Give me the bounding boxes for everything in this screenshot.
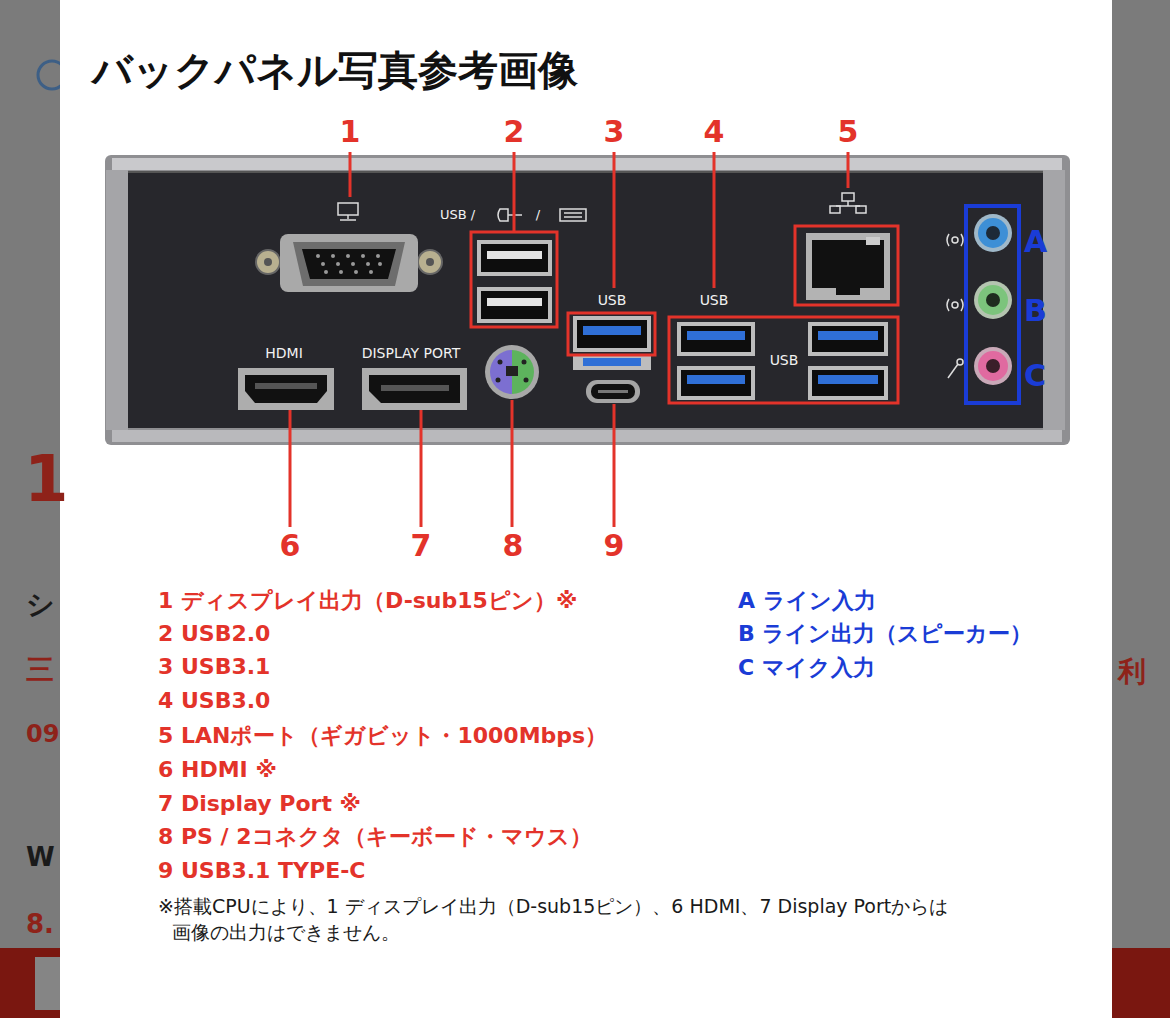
panel-print: USB [770, 352, 799, 368]
hdmi-port [238, 368, 334, 410]
callout-box [966, 206, 1019, 403]
callout-letter: A [1024, 225, 1047, 260]
lan-port [806, 193, 890, 300]
key-item: A ライン入力 [738, 588, 876, 613]
panel-print: USB [700, 292, 729, 308]
callout-number: 4 [704, 115, 725, 150]
key-item: 2 USB2.0 [158, 621, 270, 646]
background-fragment: 8. [26, 910, 54, 940]
key-item: 4 USB3.0 [158, 688, 270, 713]
vga-port [256, 203, 442, 292]
callout-number: 8 [503, 529, 524, 564]
ps2-port [485, 345, 539, 399]
background-fragment: 三 [26, 654, 54, 686]
leader-line [290, 152, 848, 527]
key-item: 8 PS / 2コネクタ（キーボード・マウス） [158, 824, 592, 849]
key-item: 3 USB3.1 [158, 654, 270, 679]
usb31-port [573, 316, 651, 403]
audio-jacks [947, 214, 1012, 385]
bottom-bar-field [1112, 957, 1170, 1010]
panel-print: / [536, 208, 540, 223]
callout-letter: B [1024, 294, 1047, 329]
key-item: 9 USB3.1 TYPE-C [158, 858, 365, 883]
page-title: バックパネル写真参考画像 [92, 47, 578, 93]
callout-number: 1 [340, 115, 361, 150]
panel-print: DISPLAY PORT [362, 345, 461, 361]
callout-number: 6 [280, 529, 301, 564]
panel-print: USB [598, 292, 627, 308]
background-fragment: シ [26, 589, 55, 621]
callout-box [471, 226, 898, 403]
callout-number: 9 [604, 529, 625, 564]
callout-number: 5 [838, 115, 859, 150]
key-item: 7 Display Port ※ [158, 791, 361, 816]
io-shield [105, 155, 1070, 445]
callout-number: 2 [504, 115, 525, 150]
callout-letter: C [1024, 359, 1046, 394]
key-item: 1 ディスプレイ出力（D-sub15ピン）※ [158, 588, 577, 613]
usb2-port [477, 240, 552, 323]
background-fragment: W [26, 843, 55, 873]
modal-card [60, 0, 1112, 1018]
background-fragment: 利 [1118, 656, 1146, 688]
background-fragment: 09 [26, 721, 59, 749]
displayport-port [362, 368, 467, 410]
key-item: C マイク入力 [738, 655, 875, 680]
key-item: B ライン出力（スピーカー） [738, 621, 1032, 646]
panel-print: USB / [440, 208, 475, 223]
key-item: 6 HDMI ※ [158, 757, 277, 782]
key-item: 5 LANポート（ギガビット・1000Mbps） [158, 723, 607, 748]
background-fragment: 1 [24, 443, 69, 517]
panel-print: HDMI [265, 345, 303, 361]
callout-number: 3 [604, 115, 625, 150]
callout-number: 7 [411, 529, 432, 564]
footnote: ※搭載CPUにより、1 ディスプレイ出力（D-sub15ピン）、6 HDMI、7… [158, 893, 1038, 945]
usb-mouse-keyboard-icons [498, 209, 586, 221]
usb30-port [677, 322, 888, 400]
